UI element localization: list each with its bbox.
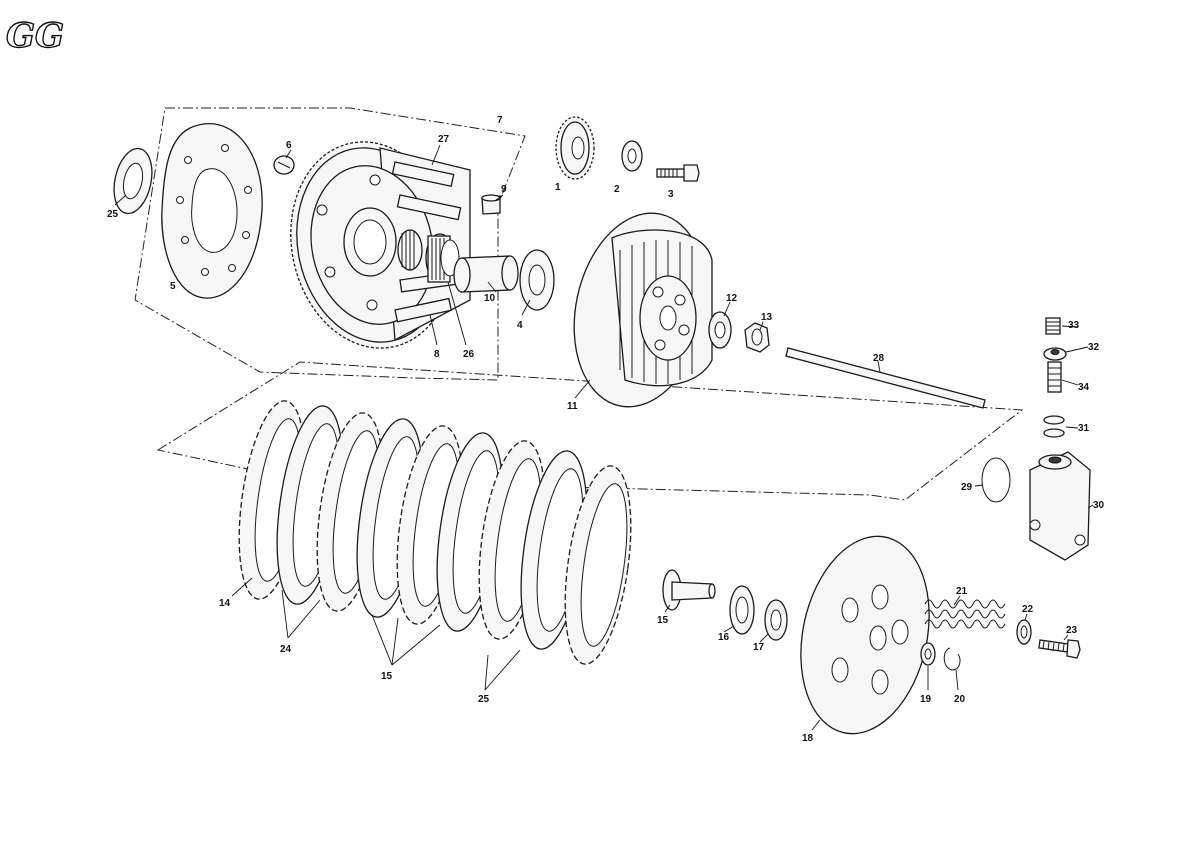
washer-2 bbox=[621, 140, 643, 172]
callout-28: 27 bbox=[438, 134, 450, 145]
callout-23: 22 bbox=[1022, 604, 1034, 615]
callout-20: 19 bbox=[920, 694, 932, 705]
clutch-basket-28 bbox=[290, 141, 471, 349]
sleeve-10 bbox=[453, 255, 519, 293]
clutch-hub-11 bbox=[573, 212, 713, 408]
callout-9: 9 bbox=[501, 184, 507, 195]
leader-lines bbox=[114, 144, 1094, 731]
bolt-6 bbox=[273, 155, 295, 175]
callout-27: 26 bbox=[463, 349, 475, 360]
thrust-bearing-17 bbox=[729, 585, 755, 635]
callout-21: 20 bbox=[954, 694, 966, 705]
o-ring-30 bbox=[981, 457, 1011, 503]
callout-22: 21 bbox=[956, 586, 968, 597]
callout-29: 28 bbox=[873, 353, 885, 364]
callout-25-a: 24 bbox=[280, 644, 292, 655]
push-piece-16 bbox=[662, 569, 716, 611]
callout-26: 25 bbox=[107, 209, 119, 220]
washer-20 bbox=[920, 642, 936, 666]
nut-13 bbox=[744, 322, 770, 353]
washer-18 bbox=[764, 599, 788, 641]
gear-1 bbox=[555, 116, 595, 180]
lock-washer-12 bbox=[708, 311, 732, 349]
callout-18: 17 bbox=[753, 642, 765, 653]
screw-35 bbox=[1047, 361, 1062, 393]
callouts: 1 2 3 4 5 6 7 8 9 10 11 12 13 14 15 15 1… bbox=[107, 115, 1105, 744]
callout-7: 7 bbox=[497, 115, 503, 126]
callout-15-a: 15 bbox=[381, 671, 393, 682]
callout-12: 12 bbox=[726, 293, 738, 304]
callout-33: 32 bbox=[1088, 342, 1100, 353]
washer-23 bbox=[1016, 619, 1032, 645]
pressure-plate-19 bbox=[800, 535, 930, 735]
callout-24: 23 bbox=[1066, 625, 1078, 636]
callout-17: 16 bbox=[718, 632, 730, 643]
callout-14: 14 bbox=[219, 598, 231, 609]
needle-bearing-8 bbox=[397, 229, 423, 271]
callout-34: 33 bbox=[1068, 320, 1080, 331]
callout-6: 6 bbox=[286, 140, 292, 151]
driven-plate-5 bbox=[161, 123, 263, 299]
callout-30: 29 bbox=[961, 482, 973, 493]
callout-1: 1 bbox=[555, 182, 561, 193]
callout-31: 30 bbox=[1093, 500, 1105, 511]
callout-32: 31 bbox=[1078, 423, 1090, 434]
o-rings-32 bbox=[1043, 415, 1065, 438]
washer-4 bbox=[519, 249, 555, 311]
callout-13: 13 bbox=[761, 312, 773, 323]
push-rod-29 bbox=[785, 347, 986, 409]
nut-33 bbox=[1043, 347, 1067, 361]
callout-2: 2 bbox=[614, 184, 620, 195]
cap-34 bbox=[1045, 317, 1061, 335]
callout-5: 5 bbox=[170, 281, 176, 292]
callout-11: 11 bbox=[567, 401, 578, 412]
bolt-3 bbox=[656, 164, 700, 182]
callout-10: 10 bbox=[484, 293, 496, 304]
callout-35: 34 bbox=[1078, 382, 1090, 393]
brand-logo: GG bbox=[5, 15, 64, 56]
group-outline-basket bbox=[134, 107, 526, 381]
callout-19: 18 bbox=[802, 733, 814, 744]
callout-25-b: 25 bbox=[478, 694, 490, 705]
bolt-24 bbox=[1038, 639, 1081, 659]
callout-8: 8 bbox=[434, 349, 440, 360]
spring-22 bbox=[924, 599, 1006, 629]
callout-4: 4 bbox=[517, 320, 523, 331]
friction-plate-15d bbox=[564, 465, 632, 665]
brand-logo-text: GG bbox=[6, 16, 64, 56]
clutch-plate-stack bbox=[238, 400, 632, 665]
release-housing-31 bbox=[1029, 451, 1091, 561]
pin-9 bbox=[481, 194, 501, 215]
circlip-21 bbox=[943, 647, 961, 671]
callout-16: 15 bbox=[657, 615, 669, 626]
callout-3: 3 bbox=[668, 189, 674, 200]
